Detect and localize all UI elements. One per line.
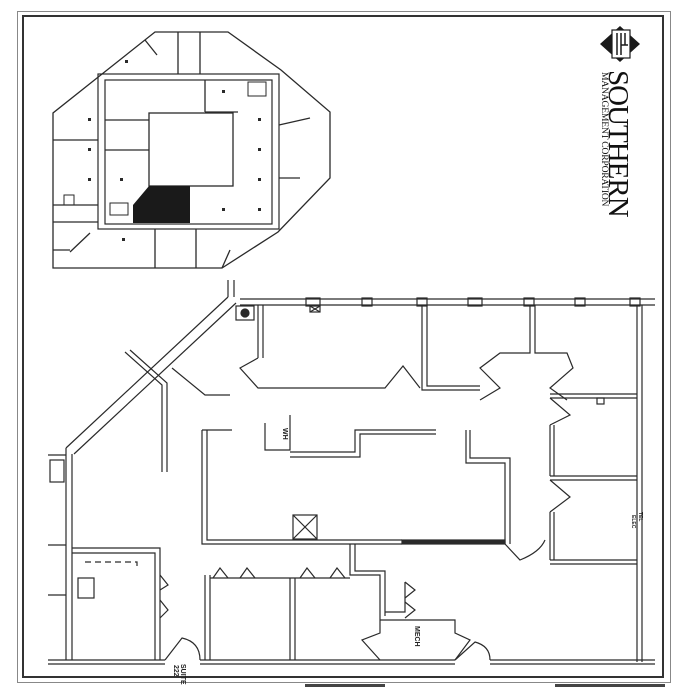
outer-border [17, 11, 671, 683]
footer-mark [305, 684, 385, 687]
inner-border [22, 15, 664, 678]
footer-mark [555, 684, 665, 687]
highlighted-suite [133, 186, 190, 223]
logo-company-subtitle: MANAGEMENT CORPORATION [599, 72, 610, 207]
